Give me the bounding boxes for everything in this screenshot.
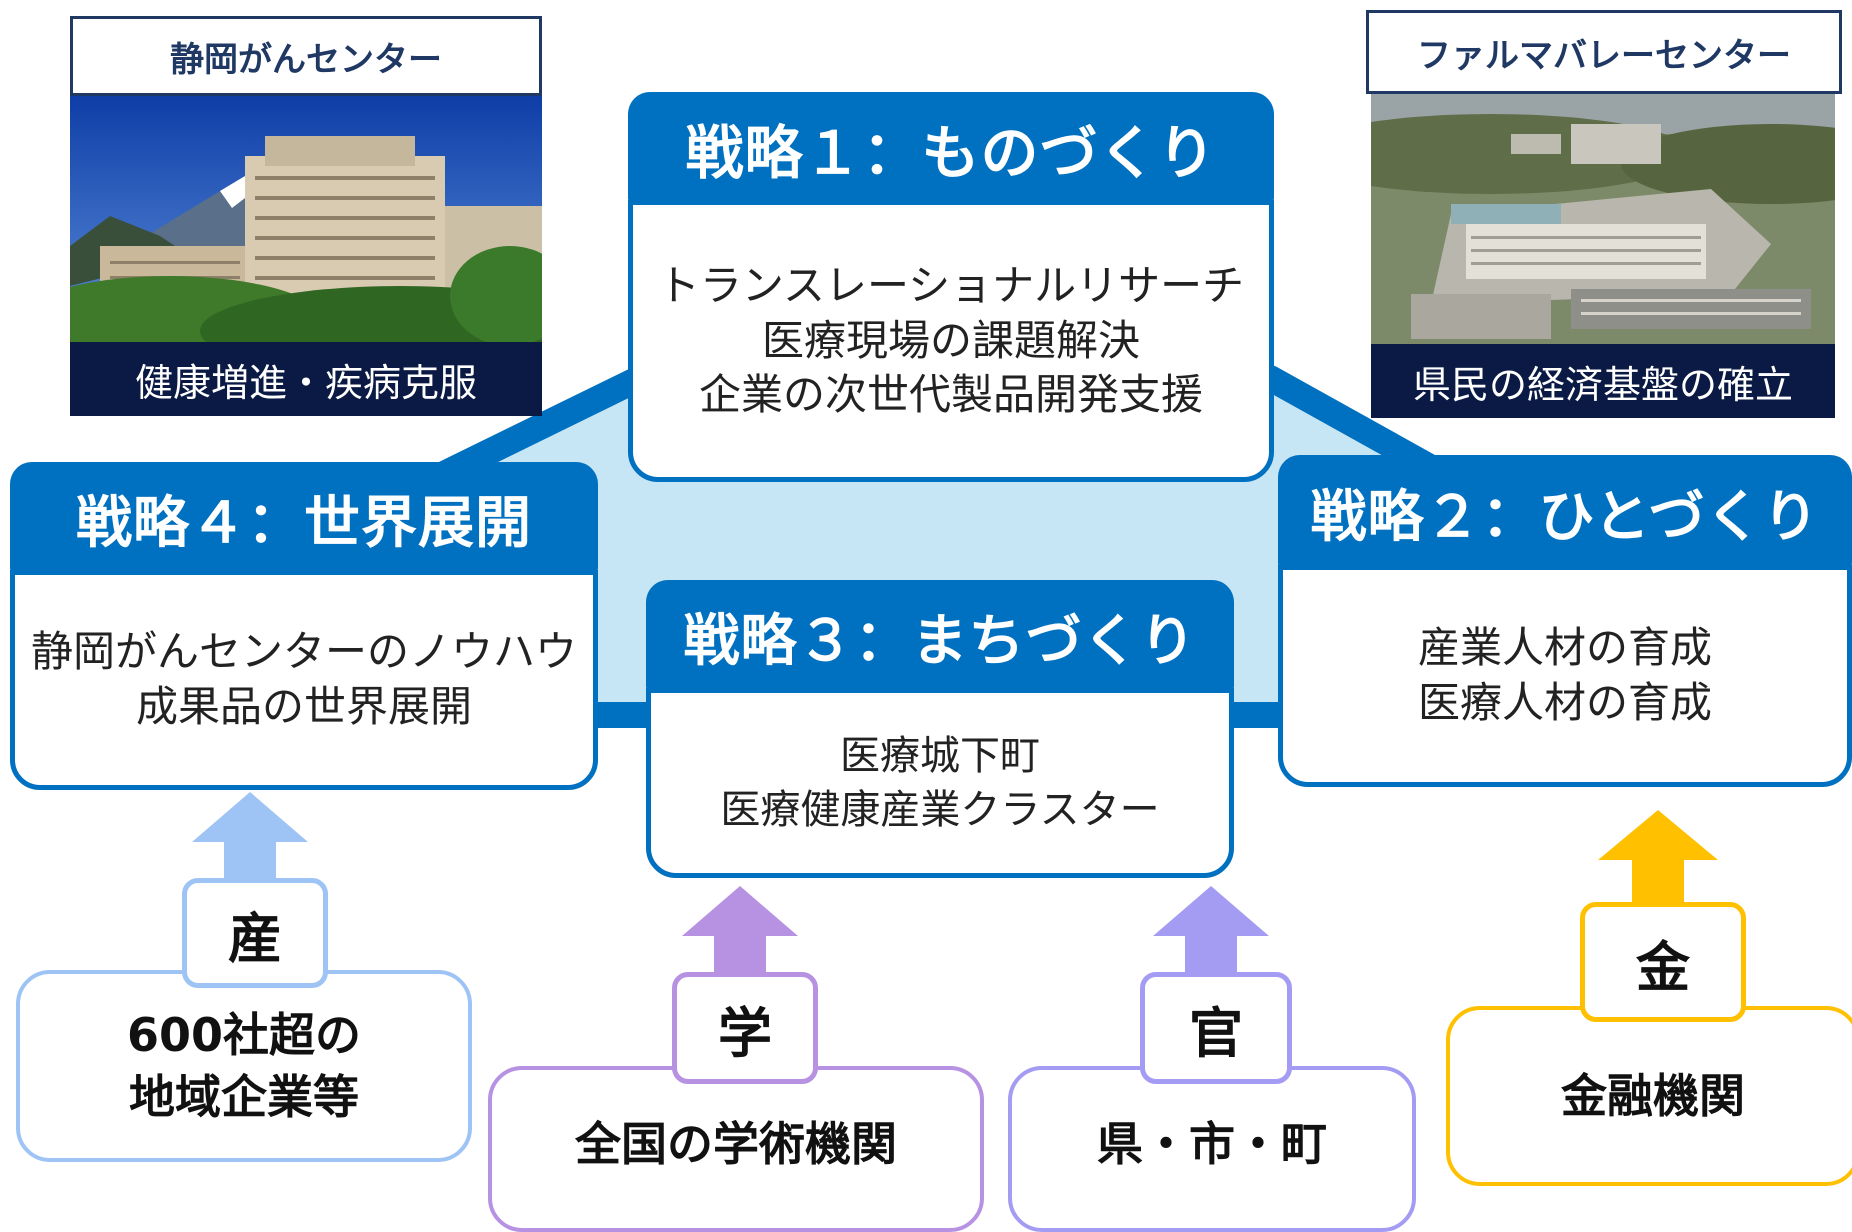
finance-up-arrow-icon bbox=[1598, 810, 1718, 906]
aerial-campus-photo bbox=[1371, 94, 1835, 344]
strategy-3-title: 戦略３：まちづくり bbox=[646, 580, 1234, 692]
industry-tag: 産 bbox=[182, 878, 328, 988]
academia-up-arrow-icon bbox=[682, 886, 798, 982]
strategy-3-body: 医療城下町 医療健康産業クラスター bbox=[646, 688, 1234, 878]
cancer-center-caption: 健康増進・疾病克服 bbox=[70, 342, 542, 416]
pharma-valley-center-label-text: ファルマバレーセンター bbox=[1417, 35, 1791, 76]
pharma-valley-center-caption: 県民の経済基盤の確立 bbox=[1371, 344, 1835, 418]
strategy-1-line: トランスレーショナルリサーチ bbox=[657, 261, 1245, 311]
pharma-valley-center-label: ファルマバレーセンター bbox=[1366, 10, 1842, 94]
industry-partner-line: 地域企業等 bbox=[129, 1070, 359, 1124]
cancer-center-label: 静岡がんセンター bbox=[70, 16, 542, 96]
strategy-3-card: 戦略３：まちづくり 医療城下町 医療健康産業クラスター bbox=[646, 580, 1234, 878]
industry-up-arrow-icon bbox=[192, 792, 308, 888]
strategy-1-line: 企業の次世代製品開発支援 bbox=[698, 370, 1203, 420]
strategy-2-body: 産業人材の育成 医療人材の育成 bbox=[1278, 565, 1852, 787]
industry-partner-line: 600社超の bbox=[126, 1007, 362, 1062]
strategy-3-line: 医療健康産業クラスター bbox=[720, 787, 1160, 833]
strategy-2-title: 戦略２：ひとづくり bbox=[1278, 455, 1852, 569]
finance-tag: 金 bbox=[1580, 902, 1746, 1022]
strategy-1-card: 戦略１：ものづくり トランスレーショナルリサーチ 医療現場の課題解決 企業の次世… bbox=[628, 92, 1274, 482]
finance-partner-box: 金融機関 bbox=[1446, 1006, 1852, 1186]
strategy-4-line: 静岡がんセンターのノウハウ bbox=[30, 627, 577, 677]
strategy-4-line: 成果品の世界展開 bbox=[135, 682, 472, 731]
hospital-building-with-mount-fuji-photo bbox=[70, 96, 542, 342]
strategy-2-card: 戦略２：ひとづくり 産業人材の育成 医療人材の育成 bbox=[1278, 455, 1852, 787]
academia-tag: 学 bbox=[672, 972, 818, 1084]
cancer-center-caption-text: 健康増進・疾病克服 bbox=[134, 360, 477, 405]
strategy-4-card: 戦略４：世界展開 静岡がんセンターのノウハウ 成果品の世界展開 bbox=[10, 462, 598, 790]
pharma-valley-center-caption-text: 県民の経済基盤の確立 bbox=[1412, 362, 1793, 407]
government-up-arrow-icon bbox=[1153, 886, 1269, 982]
strategy-2-line: 医療人材の育成 bbox=[1417, 678, 1712, 727]
strategy-1-title: 戦略１：ものづくり bbox=[628, 92, 1274, 204]
strategy-1-line: 医療現場の課題解決 bbox=[761, 315, 1140, 365]
strategy-1-body: トランスレーショナルリサーチ 医療現場の課題解決 企業の次世代製品開発支援 bbox=[628, 200, 1274, 482]
government-partner-line: 県・市・町 bbox=[1097, 1116, 1327, 1171]
strategy-2-line: 産業人材の育成 bbox=[1417, 623, 1712, 673]
finance-partner-line: 金融機関 bbox=[1561, 1068, 1745, 1123]
academia-partner-box: 全国の学術機関 bbox=[488, 1066, 984, 1232]
strategy-4-body: 静岡がんセンターのノウハウ 成果品の世界展開 bbox=[10, 570, 598, 790]
industry-partner-box: 600社超の 地域企業等 bbox=[16, 970, 472, 1162]
cancer-center-label-text: 静岡がんセンター bbox=[170, 39, 442, 80]
government-partner-box: 県・市・町 bbox=[1008, 1066, 1416, 1232]
strategy-4-title: 戦略４：世界展開 bbox=[10, 462, 598, 574]
strategy-3-line: 医療城下町 bbox=[840, 733, 1040, 779]
government-tag: 官 bbox=[1140, 972, 1292, 1084]
academia-partner-line: 全国の学術機関 bbox=[575, 1116, 897, 1171]
